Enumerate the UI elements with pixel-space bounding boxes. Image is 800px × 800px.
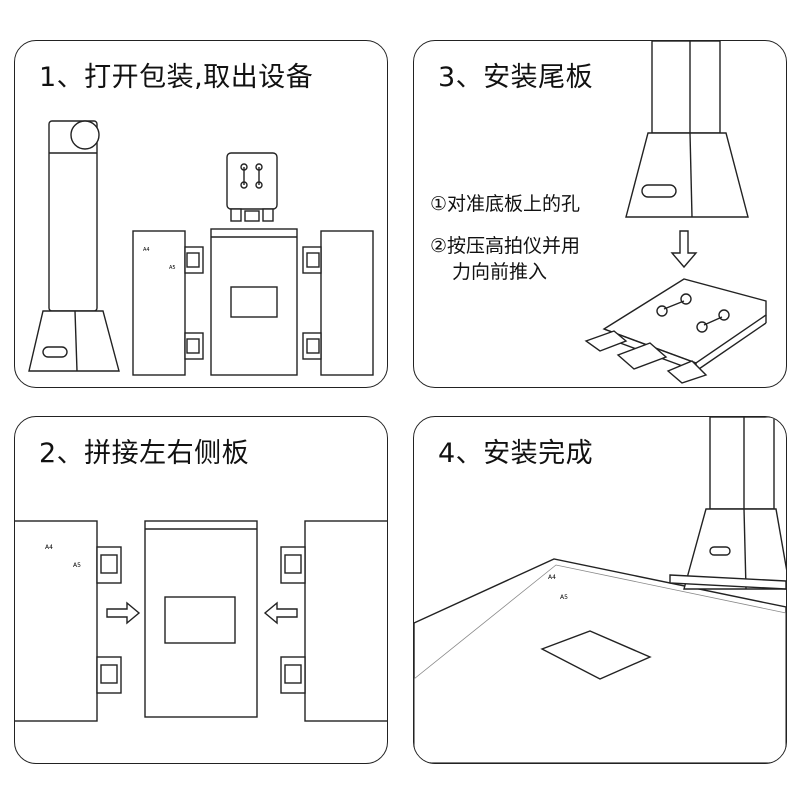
base-plate bbox=[584, 278, 767, 384]
step3-illustration bbox=[584, 41, 767, 384]
step2-panel: 2、拼接左右侧板 bbox=[14, 416, 388, 764]
base-plate bbox=[210, 228, 298, 376]
label-a4: A4 bbox=[548, 574, 556, 581]
step1-panel: 1、打开包装,取出设备 bbox=[14, 40, 388, 388]
label-a5: A5 bbox=[169, 265, 176, 271]
label-a4: A4 bbox=[143, 247, 150, 253]
scanner-device bbox=[625, 41, 749, 218]
arrow-left-icon bbox=[263, 601, 298, 625]
label-a4: A4 bbox=[45, 544, 53, 551]
assembled-base bbox=[414, 558, 786, 763]
left-side-plate bbox=[132, 230, 204, 376]
base-plate bbox=[144, 520, 258, 718]
step3-instruction-2a: ②按压高拍仪并用 bbox=[430, 235, 581, 257]
label-a5: A5 bbox=[73, 562, 81, 569]
scanner-device bbox=[28, 120, 120, 372]
step1-title: 1、打开包装,取出设备 bbox=[39, 62, 314, 93]
step4-illustration: A4 A5 bbox=[414, 417, 786, 763]
step4-panel: 4、安装完成 A4 A5 bbox=[413, 416, 787, 764]
left-side-plate bbox=[15, 520, 122, 722]
scanner-device bbox=[669, 417, 786, 590]
tail-plate bbox=[226, 152, 278, 222]
label-a5: A5 bbox=[560, 594, 568, 601]
step3-title: 3、安装尾板 bbox=[438, 62, 594, 93]
step3-instruction-1: ①对准底板上的孔 bbox=[430, 193, 581, 215]
step3-instruction-2b: 力向前推入 bbox=[452, 261, 548, 283]
arrow-right-icon bbox=[106, 601, 141, 625]
right-side-plate bbox=[280, 520, 387, 722]
arrow-down-icon bbox=[670, 230, 698, 269]
step3-panel: 3、安装尾板 ①对准底板上的孔 ②按压高拍仪并用 力向前推入 bbox=[413, 40, 787, 388]
step2-illustration: A4 A5 bbox=[15, 520, 387, 722]
right-side-plate bbox=[302, 230, 374, 376]
step1-illustration: A4 A5 bbox=[28, 120, 374, 376]
step4-title: 4、安装完成 bbox=[438, 438, 594, 469]
step2-title: 2、拼接左右侧板 bbox=[39, 438, 250, 469]
